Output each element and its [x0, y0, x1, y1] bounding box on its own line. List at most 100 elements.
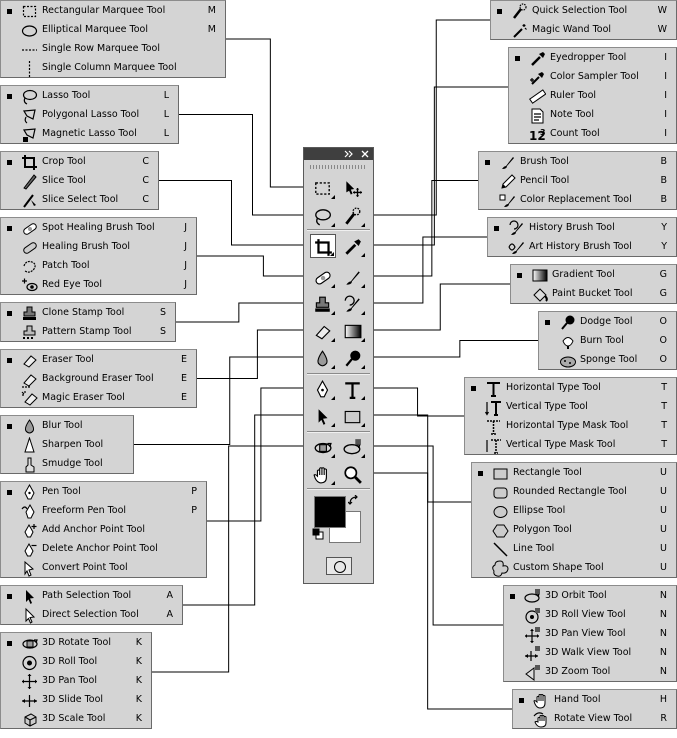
toolbar-tool-button[interactable] — [340, 204, 366, 228]
tool-menu-item[interactable]: Smudge Tool — [1, 455, 133, 474]
toolbar-tool-button[interactable] — [310, 377, 336, 401]
toolbar-header[interactable] — [304, 148, 373, 160]
toolbar-tool-button[interactable] — [340, 176, 366, 200]
tool-menu-item[interactable]: Add Anchor Point Tool — [1, 521, 206, 540]
toolbar-tool-button[interactable] — [340, 435, 366, 459]
double-chevron-right-icon[interactable] — [344, 150, 356, 158]
toolbar-tool-button[interactable] — [310, 292, 336, 316]
toolbar-tool-button[interactable] — [310, 204, 336, 228]
toolbar-tool-button[interactable] — [310, 346, 336, 370]
toolbar-tool-button[interactable] — [340, 292, 366, 316]
active-tool-bullet — [471, 386, 476, 391]
toolbar-tool-button[interactable] — [310, 265, 336, 289]
toolbar-tool-button[interactable] — [310, 462, 336, 486]
toolbar-tool-button[interactable] — [310, 319, 336, 343]
toolbar-grip[interactable] — [310, 165, 367, 169]
toolbar-tool-button[interactable] — [340, 404, 366, 428]
toolbar-tool-button[interactable] — [340, 377, 366, 401]
toolbar-tool-button[interactable] — [340, 234, 366, 258]
toolbar-tool-button[interactable] — [340, 462, 366, 486]
tool-menu-item[interactable]: Blur Tool — [1, 417, 133, 436]
close-icon[interactable] — [361, 150, 369, 158]
toolbar-tool-button[interactable] — [310, 435, 336, 459]
toolbar-tool-button[interactable] — [340, 346, 366, 370]
tool-menu-item[interactable]: Sharpen Tool — [1, 436, 133, 455]
quick-mask-button[interactable] — [326, 557, 352, 575]
toolbar-tool-button[interactable] — [340, 265, 366, 289]
tool-menu-item[interactable]: Delete Anchor Point Tool — [1, 540, 206, 559]
toolbar-tool-button[interactable] — [310, 234, 336, 258]
swap-colors-icon[interactable] — [348, 495, 360, 507]
toolbar-tool-button[interactable] — [340, 319, 366, 343]
tool-menu-item[interactable]: Convert Point Tool — [1, 559, 206, 578]
foreground-color-swatch[interactable] — [314, 496, 346, 528]
toolbar-tool-button[interactable] — [310, 176, 336, 200]
default-colors-icon[interactable] — [312, 528, 324, 540]
tool-menu-item[interactable]: Single Column Marquee Tool — [1, 59, 225, 78]
tool-label: 3D Scale Tool — [42, 713, 106, 724]
tool-menu-item[interactable]: Single Row Marquee Tool — [1, 40, 225, 59]
toolbar-tool-button[interactable] — [310, 404, 336, 428]
